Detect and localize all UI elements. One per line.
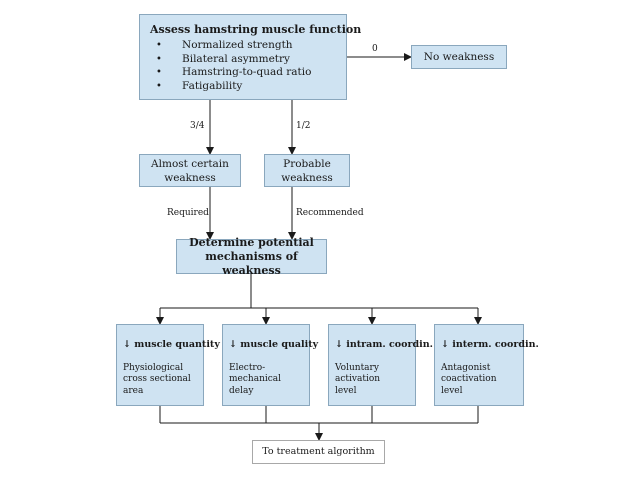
edge-label-three-quarters: 3/4 (190, 121, 205, 131)
mechanism-description: Electro- mechanical delay (229, 363, 303, 398)
almost-certain-box: Almost certain weakness (139, 154, 241, 187)
edge-label-recommended: Recommended (296, 208, 364, 218)
determine-line-2: mechanisms of weakness (205, 249, 298, 277)
mechanism-desc-line: level (335, 385, 357, 396)
mechanism-box-muscle-quality: ↓ muscle quality Electro- mechanical del… (222, 324, 319, 406)
mechanism-desc-line: Voluntary (335, 362, 379, 373)
mechanism-title: ↓ intram. coordin. (335, 339, 433, 350)
probable-line-2: weakness (281, 171, 333, 184)
mechanism-title: ↓ muscle quality (229, 339, 319, 350)
mechanism-desc-line: Electro- (229, 362, 266, 373)
mechanism-description: Voluntary activation level (335, 363, 409, 398)
treatment-box: To treatment algorithm (252, 440, 385, 464)
mechanism-desc-line: level (441, 385, 463, 396)
mechanism-box-muscle-quantity: ↓ muscle quantity Physiological cross se… (116, 324, 220, 406)
mechanism-title: ↓ interm. coordin. (441, 339, 539, 350)
edge-label-required: Required (167, 208, 209, 218)
no-weakness-label: No weakness (423, 51, 495, 63)
mechanism-desc-line: mechanical (229, 374, 282, 384)
assess-criterion: Bilateral asymmetry (156, 53, 311, 67)
probable-box: Probable weakness (264, 154, 350, 187)
no-weakness-box: No weakness (411, 45, 507, 69)
determine-line-1: Determine potential (189, 235, 314, 249)
treatment-label: To treatment algorithm (262, 446, 375, 457)
mechanism-desc-line: Physiological (123, 362, 184, 373)
assess-criterion: Fatigability (156, 80, 311, 94)
mechanism-box-intramuscular-coordination: ↓ intram. coordin. Voluntary activation … (328, 324, 433, 406)
almost-certain-line-1: Almost certain (151, 157, 229, 170)
edge-label-one-half: 1/2 (296, 121, 311, 131)
assess-criterion: Normalized strength (156, 39, 311, 53)
determine-box: Determine potential mechanisms of weakne… (176, 235, 327, 277)
mechanism-title: ↓ muscle quantity (123, 339, 220, 350)
mechanism-box-intermuscular-coordination: ↓ interm. coordin. Antagonist coactivati… (434, 324, 539, 406)
assess-title: Assess hamstring muscle function (150, 23, 362, 36)
assess-box: Assess hamstring muscle function Normali… (139, 14, 361, 100)
mechanism-desc-line: Antagonist (441, 362, 491, 373)
mechanism-description: Physiological cross sectional area (123, 363, 197, 398)
mechanism-desc-line: cross sectional (123, 374, 191, 384)
probable-line-1: Probable (283, 157, 331, 170)
mechanism-desc-line: activation (335, 374, 381, 384)
assess-criterion: Hamstring-to-quad ratio (156, 66, 311, 80)
almost-certain-line-2: weakness (164, 171, 216, 184)
assess-criteria-list: Normalized strength Bilateral asymmetry … (156, 39, 311, 93)
mechanism-description: Antagonist coactivation level (441, 363, 517, 398)
mechanism-desc-line: area (123, 385, 144, 396)
mechanism-desc-line: delay (229, 385, 254, 396)
edge-label-zero: 0 (372, 44, 378, 54)
mechanism-desc-line: coactivation (441, 374, 497, 384)
